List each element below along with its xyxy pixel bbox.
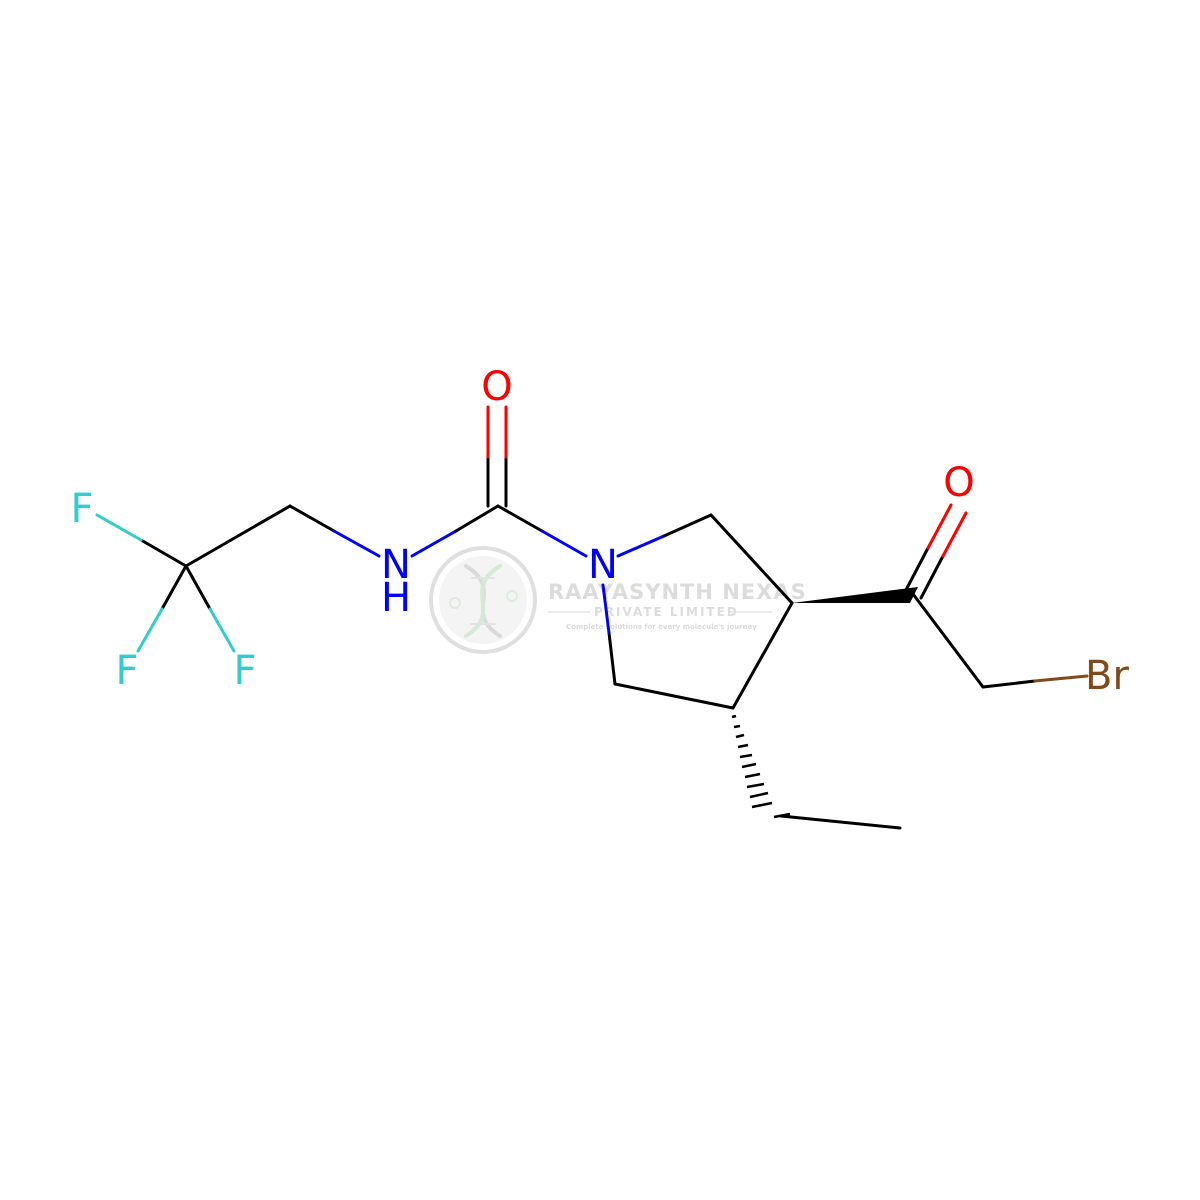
- dna-helix-icon: [449, 564, 518, 638]
- watermark: RAAYASYNTH NEXAS PRIVATE LIMITED Complet…: [429, 546, 807, 654]
- bond-cf-right-c: [184, 564, 212, 611]
- atom-labels: O O N N H F F F Br: [70, 364, 1129, 699]
- atom-o-urea: O: [481, 364, 512, 410]
- bond-ethyl: [779, 814, 902, 830]
- atom-br: Br: [1085, 653, 1129, 699]
- bond-cf3-ch2: [184, 504, 292, 568]
- bond-cf-left-c: [160, 564, 188, 611]
- bond-c4-c5: [613, 682, 735, 710]
- watermark-subtitle: PRIVATE LIMITED: [594, 605, 739, 619]
- bond-ketone-co-1a: [904, 546, 930, 592]
- bond-c2-c3: [709, 513, 794, 605]
- bond-ketone-co-2a: [919, 554, 945, 600]
- bond-ketone-ch2: [911, 592, 985, 689]
- atom-n-ring: N: [588, 542, 618, 588]
- bonds: [95, 405, 1089, 830]
- bond-cf-top-c: [139, 538, 188, 568]
- bond-ketone-co-1b: [926, 503, 953, 550]
- bond-ch2-nh-c: [288, 504, 336, 533]
- watermark-tagline: Complete solutions for every molecule's …: [566, 623, 757, 631]
- bond-ch2-nh-n: [332, 529, 381, 558]
- bond-c3-c4: [731, 601, 794, 710]
- atom-n-amide: N: [381, 542, 411, 588]
- bond-ch2-br-c: [981, 679, 1037, 689]
- bond-nring-c2-c: [662, 513, 713, 538]
- bond-c5-nring-c: [607, 631, 617, 686]
- bond-c5-nring-n: [601, 583, 611, 635]
- atom-o-ketone: O: [943, 460, 974, 506]
- bond-nh-co-c: [454, 504, 500, 533]
- watermark-company: RAAYASYNTH NEXAS: [548, 580, 807, 604]
- atom-f-right: F: [233, 648, 256, 694]
- atom-f-top: F: [70, 486, 93, 532]
- bond-co-nring-n: [540, 529, 588, 558]
- bond-cf-right-f: [208, 607, 236, 653]
- bond-co-nring-c: [496, 504, 544, 533]
- bond-nh-co-n: [410, 529, 458, 558]
- atom-h-amide: H: [381, 575, 411, 621]
- bond-cf-left-f: [136, 607, 164, 653]
- atom-f-left: F: [115, 648, 138, 694]
- hash-bond-c4-ethyl: [731, 714, 791, 819]
- bond-ch2-br-br: [1033, 674, 1089, 683]
- wedge-bond-c3-ketone: [792, 587, 918, 603]
- watermark-logo-ring: [429, 546, 537, 654]
- bond-ketone-co-2b: [941, 511, 968, 558]
- bond-cf-top-f: [95, 513, 143, 542]
- bond-nring-c2-n: [616, 534, 666, 558]
